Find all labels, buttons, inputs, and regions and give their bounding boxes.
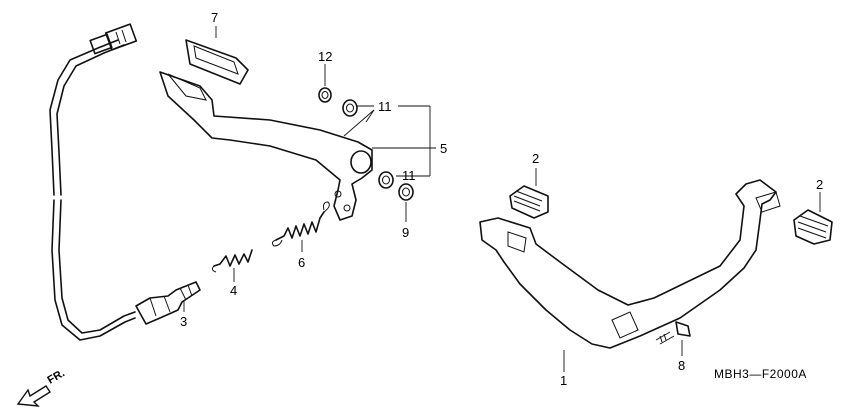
callout-2-right: 2	[816, 177, 823, 192]
step-arm	[479, 179, 781, 349]
brake-light-switch	[135, 281, 201, 325]
callout-8: 8	[678, 358, 685, 373]
seal-11-upper	[342, 99, 358, 117]
step-rubber-left	[509, 185, 549, 219]
washer-9	[398, 183, 414, 201]
callout-9: 9	[402, 225, 409, 240]
brake-pedal	[159, 71, 373, 221]
diagram-code: MBH3—F2000A	[714, 367, 807, 381]
front-arrow-icon	[16, 385, 51, 407]
callout-2-left: 2	[532, 151, 539, 166]
callout-7: 7	[211, 10, 218, 25]
callout-6: 6	[298, 255, 305, 270]
callout-3: 3	[180, 314, 187, 329]
spring-small	[211, 249, 253, 273]
seal-11-lower	[378, 171, 394, 189]
callout-4: 4	[230, 283, 237, 298]
callout-11-lower: 11	[402, 168, 416, 183]
callout-11-upper: 11	[378, 99, 392, 114]
brake-pedal-pad	[185, 39, 249, 85]
leader-lines	[183, 26, 821, 372]
wire-connector	[89, 23, 138, 55]
switch-wire	[49, 39, 136, 341]
washer-12	[318, 87, 332, 103]
callout-5: 5	[440, 141, 447, 156]
spring-large	[271, 201, 330, 247]
front-direction-label: FR.	[46, 367, 67, 386]
step-rubber-right	[793, 209, 833, 245]
bolt	[655, 321, 691, 345]
callout-12: 12	[318, 49, 332, 64]
callout-1: 1	[560, 373, 567, 388]
